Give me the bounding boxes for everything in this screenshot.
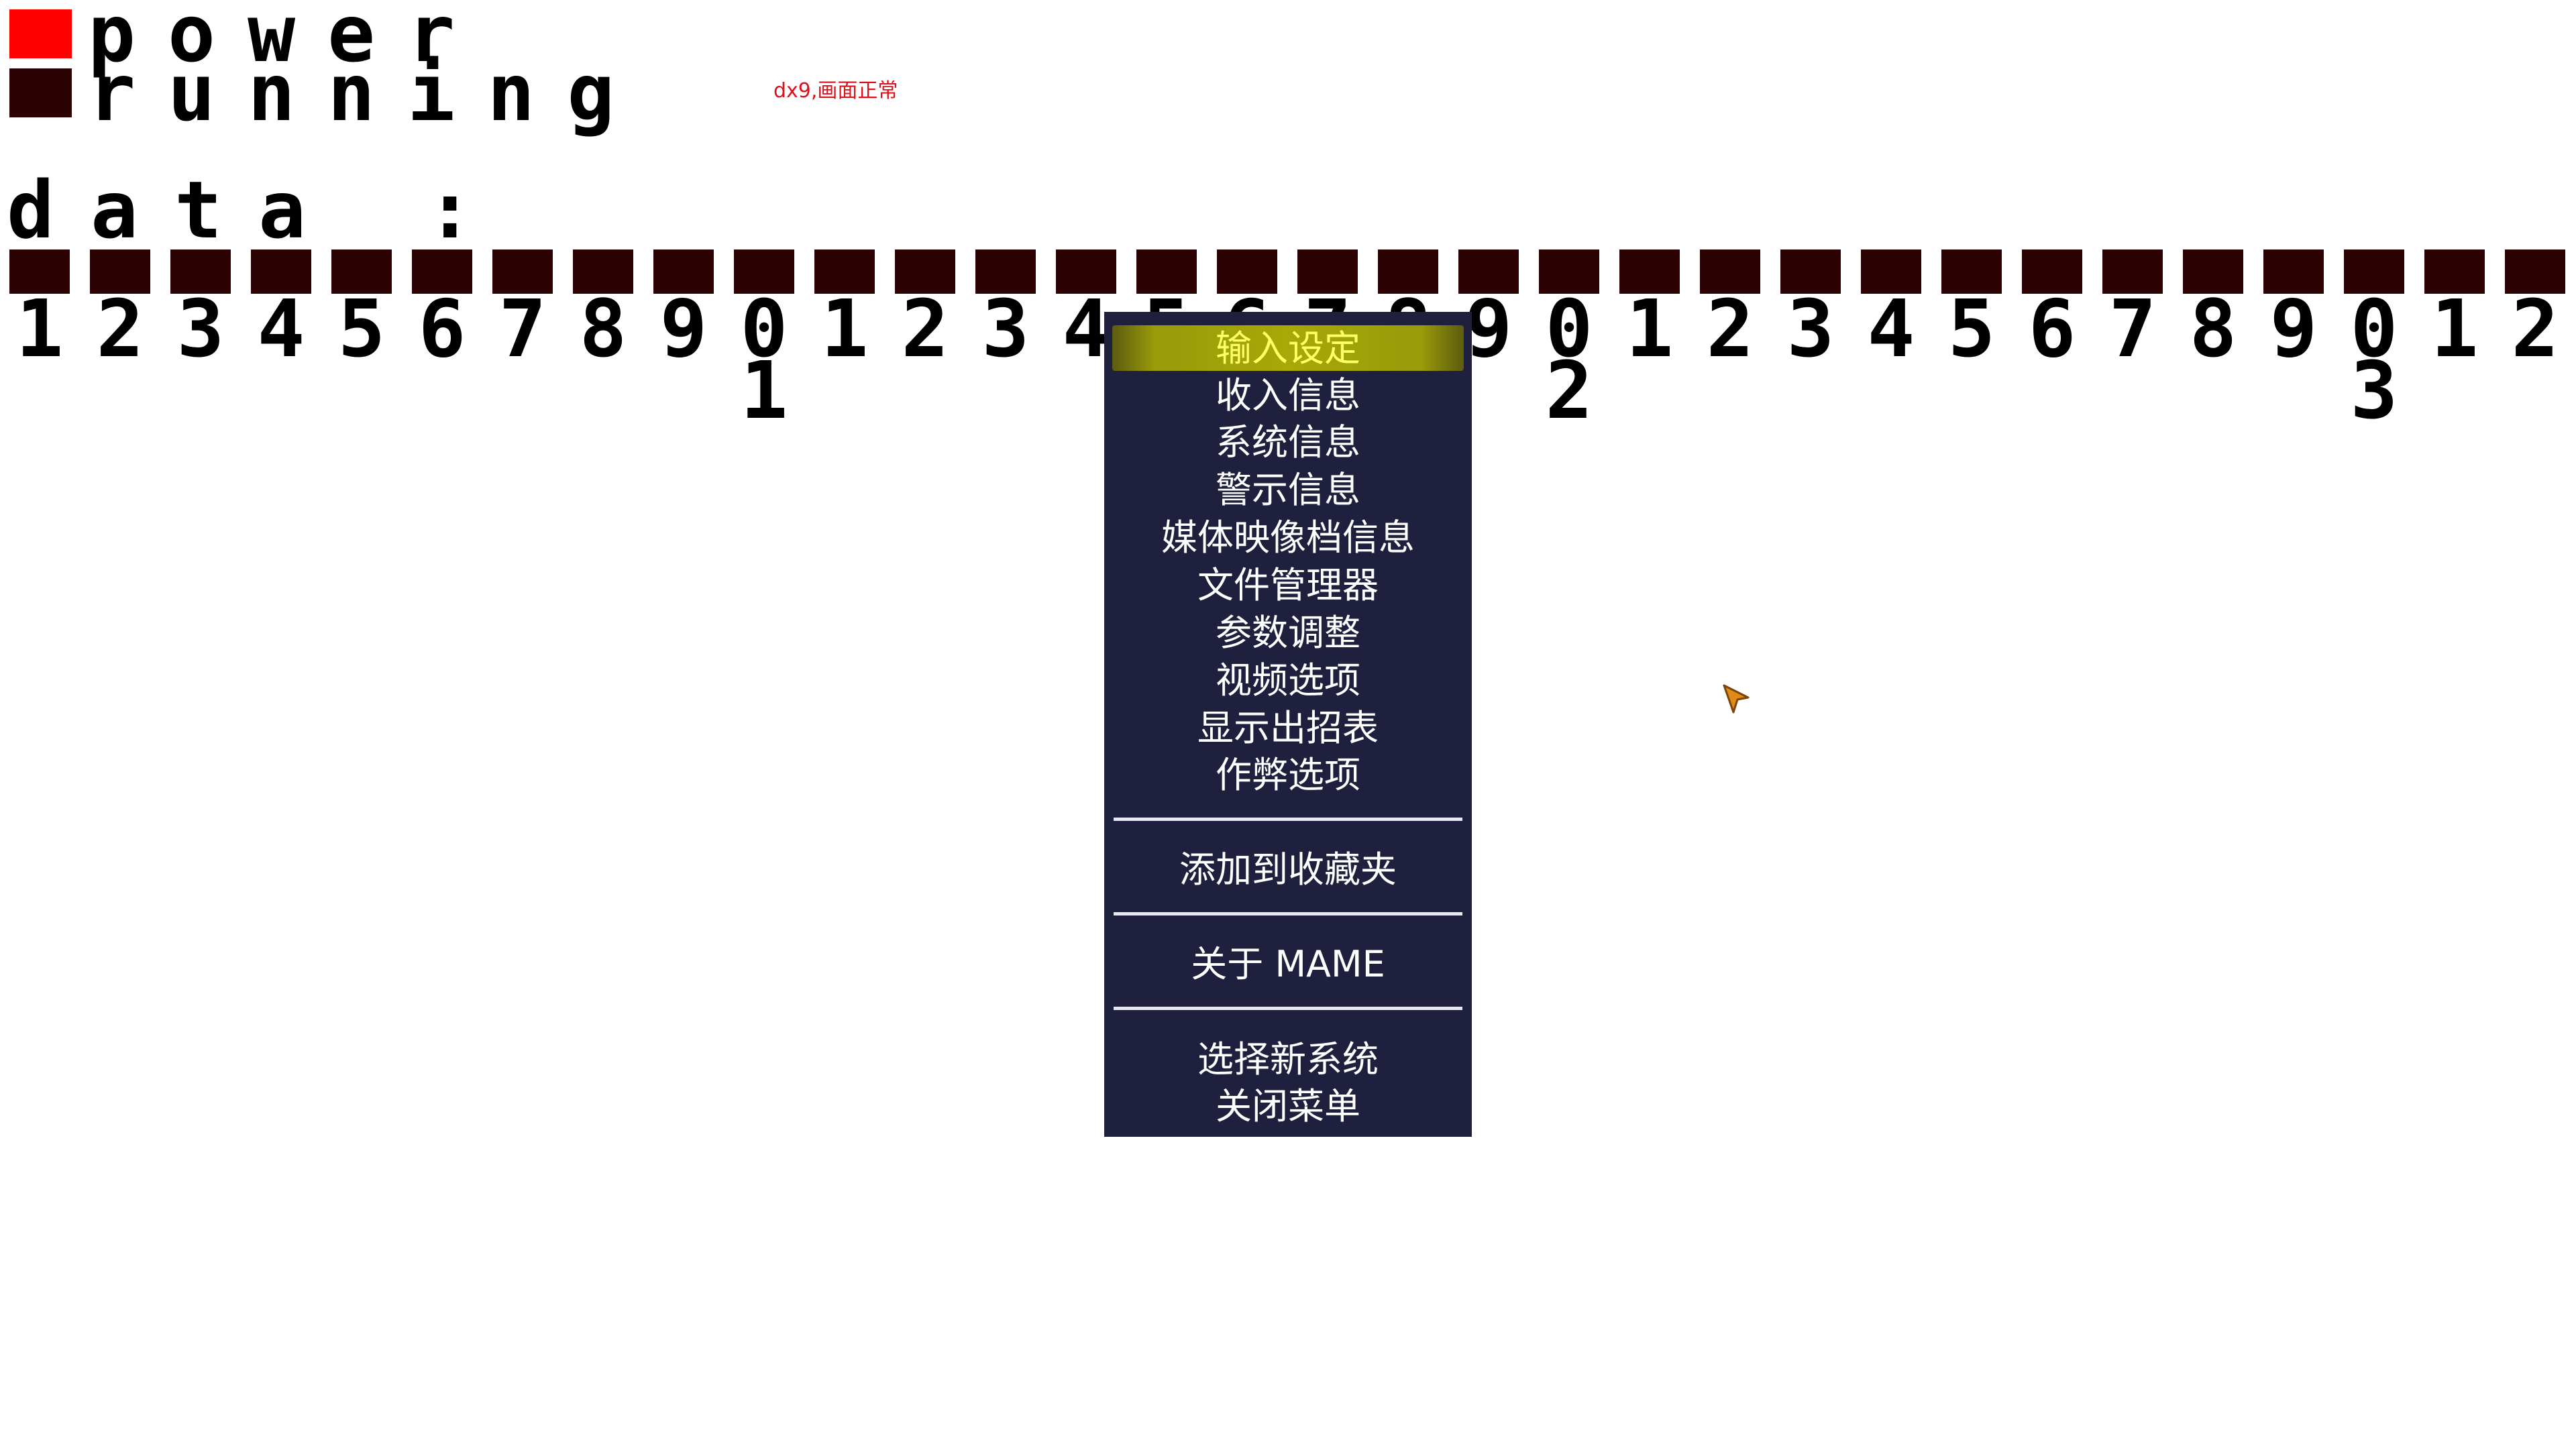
menu-item-video-options[interactable]: 视频选项 bbox=[1216, 659, 1360, 702]
menu-item-input-settings[interactable]: 输入设定 bbox=[1216, 327, 1360, 370]
status-power: power bbox=[9, 0, 488, 80]
menu-item-file-manager[interactable]: 文件管理器 bbox=[1197, 564, 1379, 606]
data-cell bbox=[2344, 249, 2404, 294]
data-cell bbox=[1619, 249, 1680, 294]
power-indicator bbox=[9, 9, 72, 58]
data-cell-digit: 8 bbox=[579, 282, 627, 375]
menu-item-add-to-favorites[interactable]: 添加到收藏夹 bbox=[1179, 848, 1397, 891]
mouse-pointer-icon bbox=[1723, 684, 1750, 714]
data-cell-digit: 4 bbox=[1867, 282, 1915, 375]
menu-item-income-info[interactable]: 收入信息 bbox=[1216, 374, 1360, 416]
data-cell-digit: 6 bbox=[2028, 282, 2076, 375]
data-cells bbox=[9, 249, 2576, 295]
data-cell bbox=[9, 249, 70, 294]
data-cell bbox=[2424, 249, 2485, 294]
data-cell bbox=[1941, 249, 2002, 294]
data-cell bbox=[734, 249, 794, 294]
data-cell-digit: 0 bbox=[1545, 282, 1593, 375]
data-cell bbox=[653, 249, 714, 294]
data-cell bbox=[1217, 249, 1277, 294]
data-cell-tens-digit: 1 bbox=[740, 344, 788, 437]
data-cell bbox=[1056, 249, 1116, 294]
data-cell-digit: 4 bbox=[257, 282, 305, 375]
data-cell-digit: 8 bbox=[2189, 282, 2237, 375]
data-cell-digit: 2 bbox=[901, 282, 949, 375]
data-cell-tens-digit: 2 bbox=[1545, 344, 1593, 437]
data-cell-digit: 3 bbox=[1786, 282, 1835, 375]
data-cell bbox=[1297, 249, 1358, 294]
data-cell-digit: 5 bbox=[337, 282, 386, 375]
mame-main-menu: 输入设定 收入信息 系统信息 警示信息 媒体映像档信息 文件管理器 参数调整 视… bbox=[1104, 312, 1472, 1137]
data-cell bbox=[1458, 249, 1519, 294]
data-cell bbox=[1378, 249, 1438, 294]
data-cell-digit: 7 bbox=[2108, 282, 2157, 375]
data-cell-digit: 7 bbox=[498, 282, 547, 375]
data-cell bbox=[1700, 249, 1760, 294]
data-cell bbox=[1539, 249, 1599, 294]
menu-item-cheat-options[interactable]: 作弊选项 bbox=[1216, 754, 1360, 796]
data-cell bbox=[170, 249, 231, 294]
menu-separator bbox=[1114, 818, 1462, 821]
data-cell-digit: 2 bbox=[2511, 282, 2559, 375]
menu-separator bbox=[1114, 912, 1462, 915]
menu-item-show-moves-list[interactable]: 显示出招表 bbox=[1197, 707, 1379, 749]
menu-item-warning-info[interactable]: 警示信息 bbox=[1216, 469, 1360, 511]
data-cell-digit: 1 bbox=[820, 282, 869, 375]
menu-item-system-info[interactable]: 系统信息 bbox=[1216, 421, 1360, 463]
data-cell bbox=[412, 249, 472, 294]
data-cell bbox=[1136, 249, 1197, 294]
power-label: power bbox=[88, 0, 488, 80]
data-cell-digit: 6 bbox=[418, 282, 466, 375]
data-cell bbox=[331, 249, 392, 294]
data-cell-digit: 4 bbox=[1062, 282, 1110, 375]
data-cell-digit: 3 bbox=[176, 282, 225, 375]
data-cell-digit: 0 bbox=[2350, 282, 2398, 375]
running-label: running bbox=[88, 46, 647, 139]
data-cell bbox=[2102, 249, 2163, 294]
menu-item-select-new-system[interactable]: 选择新系统 bbox=[1197, 1038, 1379, 1080]
data-cell-digit: 9 bbox=[1464, 282, 1513, 375]
data-cell bbox=[2505, 249, 2565, 294]
data-cell-digit: 1 bbox=[15, 282, 64, 375]
data-cell-digit: 1 bbox=[2430, 282, 2479, 375]
data-cell-digit: 2 bbox=[1706, 282, 1754, 375]
data-label: data : bbox=[7, 164, 511, 256]
data-cell-digit: 3 bbox=[981, 282, 1030, 375]
data-cell-digit: 1 bbox=[1625, 282, 1674, 375]
data-cell bbox=[90, 249, 150, 294]
render-note: dx9,画面正常 bbox=[773, 79, 898, 103]
running-indicator bbox=[9, 68, 72, 117]
menu-separator bbox=[1114, 1007, 1462, 1010]
data-cell bbox=[975, 249, 1036, 294]
menu-item-parameter-adjust[interactable]: 参数调整 bbox=[1216, 612, 1360, 654]
data-cell-digit: 2 bbox=[96, 282, 144, 375]
data-cell-tens-digit: 3 bbox=[2350, 344, 2398, 437]
data-cell bbox=[251, 249, 311, 294]
data-cell-digit: 0 bbox=[740, 282, 788, 375]
data-cell bbox=[2022, 249, 2082, 294]
data-cell bbox=[895, 249, 955, 294]
menu-item-about-mame[interactable]: 关于 MAME bbox=[1191, 943, 1385, 985]
status-running: running bbox=[9, 46, 647, 139]
data-cell-digit: 5 bbox=[1947, 282, 1996, 375]
menu-selection-highlight bbox=[1112, 325, 1464, 371]
data-cell-digit: 9 bbox=[2269, 282, 2318, 375]
menu-item-media-image-info[interactable]: 媒体映像档信息 bbox=[1161, 516, 1415, 559]
menu-item-close-menu[interactable]: 关闭菜单 bbox=[1216, 1085, 1360, 1127]
data-cell bbox=[1861, 249, 1921, 294]
data-cell bbox=[573, 249, 633, 294]
data-cell bbox=[492, 249, 553, 294]
data-cell bbox=[1780, 249, 1841, 294]
data-cell bbox=[2183, 249, 2243, 294]
data-cell-digit: 9 bbox=[659, 282, 708, 375]
data-cell bbox=[2263, 249, 2324, 294]
data-cell bbox=[814, 249, 875, 294]
